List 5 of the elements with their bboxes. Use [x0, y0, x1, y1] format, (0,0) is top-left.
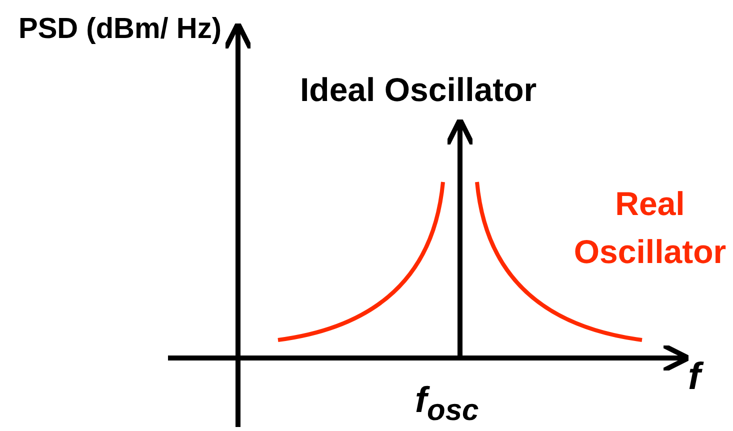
- curve-label: Real Oscillator: [572, 184, 728, 272]
- tick-label: f$_{osc}$: [415, 378, 480, 430]
- curve-label: Ideal Oscillator: [300, 70, 538, 110]
- axis-label: PSD (dBm/ Hz): [18, 12, 222, 47]
- axis-label: f: [688, 350, 728, 406]
